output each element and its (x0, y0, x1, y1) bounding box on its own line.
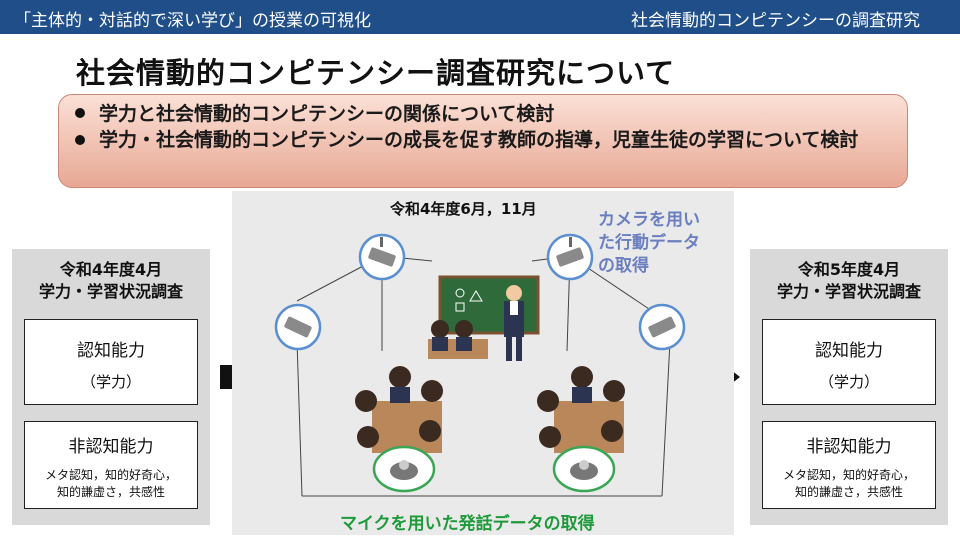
camera-icon (638, 303, 686, 351)
teacher-figure (504, 285, 524, 361)
left-cognitive-box: 認知能力 （学力） (24, 319, 198, 405)
summary-bullet-1-text: 学力と社会情動的コンピテンシーの関係について検討 (99, 103, 555, 125)
summary-box: 学力と社会情動的コンピテンシーの関係について検討 学力・社会情動的コンピテンシー… (58, 94, 908, 188)
right-noncognitive-title: 非認知能力 (806, 437, 892, 457)
summary-bullet-1: 学力と社会情動的コンピテンシーの関係について検討 (75, 101, 554, 128)
right-noncognitive-line2: 知的謙虚さ，共感性 (794, 485, 903, 499)
right-noncognitive-box: 非認知能力 メタ認知，知的好奇心， 知的謙虚さ，共感性 (762, 421, 936, 509)
left-noncognitive-box: 非認知能力 メタ認知，知的好奇心， 知的謙虚さ，共感性 (24, 421, 198, 509)
left-heading-date: 令和4年度4月 (59, 260, 163, 279)
student-group-left (355, 366, 443, 453)
classroom-illustration (274, 233, 686, 497)
camera-label-line1: カメラを用い (598, 210, 700, 230)
left-panel-heading: 令和4年度4月 学力・学習状況調査 (12, 259, 210, 303)
page-title: 社会情動的コンピテンシー調査研究について (76, 56, 676, 90)
left-noncognitive-line2: 知的謙虚さ，共感性 (56, 485, 165, 499)
student-group-front (428, 320, 488, 359)
right-panel-heading: 令和5年度4月 学力・学習状況調査 (750, 259, 948, 303)
classroom-observation-panel: 令和4年度6月，11月 カメラを用い た行動データ の取得 (232, 191, 734, 535)
left-noncognitive-title: 非認知能力 (68, 437, 154, 457)
bullet-dot-icon (75, 135, 85, 145)
left-noncognitive-line1: メタ認知，知的好奇心， (44, 468, 177, 482)
right-noncognitive-line1: メタ認知，知的好奇心， (782, 468, 915, 482)
camera-icon (274, 303, 322, 351)
right-noncognitive-list: メタ認知，知的好奇心， 知的謙虚さ，共感性 (763, 467, 935, 501)
observation-date: 令和4年度6月，11月 (390, 200, 537, 218)
right-cognitive-sub: （学力） (818, 373, 879, 391)
bullet-dot-icon (75, 107, 85, 118)
left-survey-panel: 令和4年度4月 学力・学習状況調査 認知能力 （学力） 非認知能力 メタ認知，知… (12, 249, 210, 525)
left-cognitive-title: 認知能力 (77, 341, 145, 361)
microphone-icon (552, 445, 616, 493)
right-heading-date: 令和5年度4月 (797, 260, 901, 279)
microphone-data-label: マイクを用いた発話データの取得 (340, 514, 595, 534)
header-right-text: 社会情動的コンピテンシーの調査研究 (631, 11, 920, 31)
camera-label-line2: た行動データ (598, 233, 700, 253)
camera-icon (358, 233, 406, 281)
right-heading-survey: 学力・学習状況調査 (776, 282, 921, 301)
summary-bullet-2: 学力・社会情動的コンピテンシーの成長を促す教師の指導，児童生徒の学習について検討 (75, 127, 895, 154)
camera-data-label: カメラを用い た行動データ の取得 (598, 209, 700, 278)
microphone-icon (372, 445, 436, 493)
camera-icon (546, 233, 594, 281)
left-noncognitive-list: メタ認知，知的好奇心， 知的謙虚さ，共感性 (25, 467, 197, 501)
summary-bullet-2-text: 学力・社会情動的コンピテンシーの成長を促す教師の指導，児童生徒の学習について検討 (99, 129, 859, 151)
camera-label-line3: の取得 (598, 256, 649, 276)
right-survey-panel: 令和5年度4月 学力・学習状況調査 認知能力 （学力） 非認知能力 メタ認知，知… (750, 249, 948, 525)
header-bar: 「主体的・対話的で深い学び」の授業の可視化 社会情動的コンピテンシーの調査研究 (0, 0, 960, 34)
left-cognitive-sub: （学力） (80, 373, 141, 391)
left-heading-survey: 学力・学習状況調査 (38, 282, 183, 301)
right-cognitive-box: 認知能力 （学力） (762, 319, 936, 405)
header-left-text: 「主体的・対話的で深い学び」の授業の可視化 (14, 11, 371, 31)
student-group-right (537, 366, 625, 453)
right-cognitive-title: 認知能力 (815, 341, 883, 361)
